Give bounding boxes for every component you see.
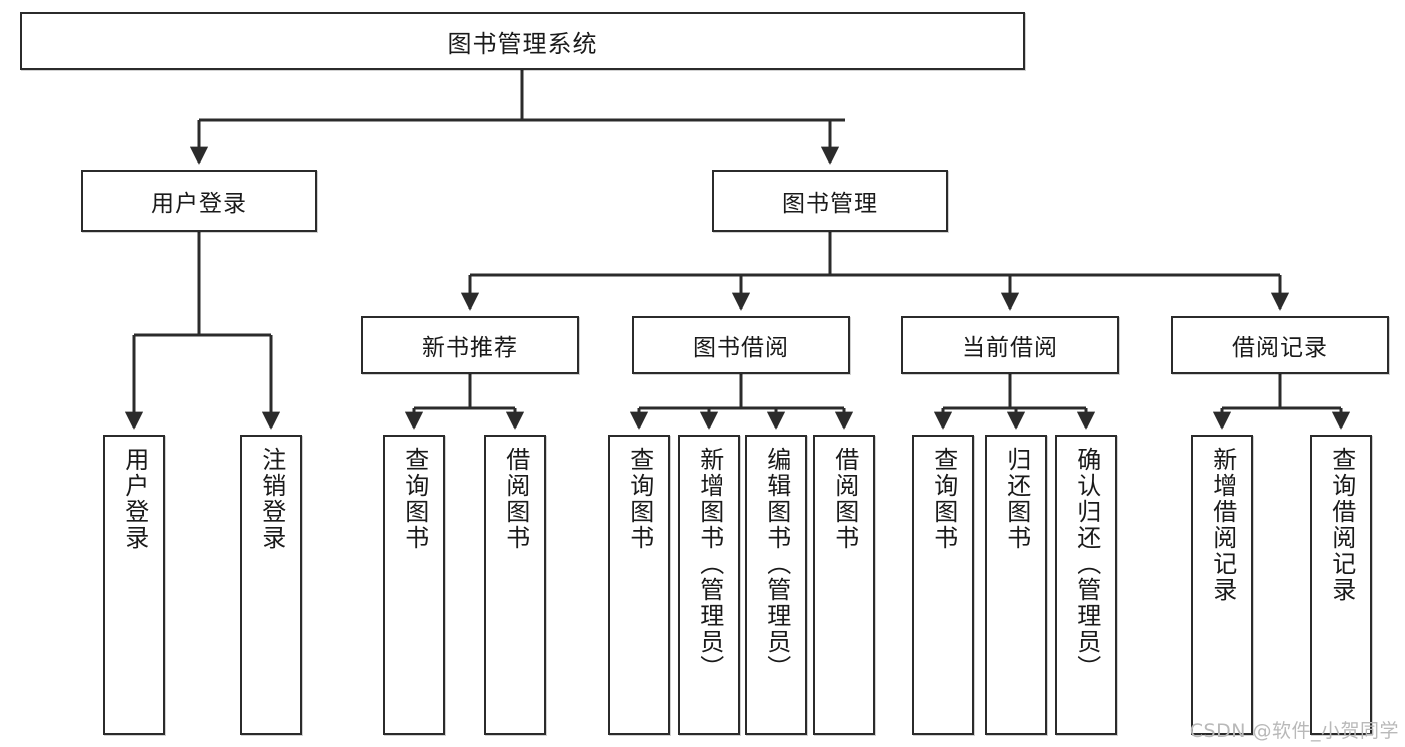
leaf-lend-book[interactable]: 借阅图书	[813, 435, 875, 735]
leaf-add-borrow-record-label: 新增借阅记录	[1208, 447, 1237, 603]
leaf-user-logout[interactable]: 注销登录	[240, 435, 302, 735]
leaf-return-book-label: 归还图书	[1002, 447, 1031, 551]
leaf-lend-book-label: 借阅图书	[830, 447, 859, 551]
node-user-login-label: 用户登录	[151, 191, 247, 217]
node-user-login[interactable]: 用户登录	[81, 170, 317, 232]
node-new-book-recommend-label: 新书推荐	[422, 335, 518, 361]
node-new-book-recommend[interactable]: 新书推荐	[361, 316, 579, 374]
watermark: CSDN @软件_小贺同学	[1189, 720, 1399, 742]
node-root[interactable]: 图书管理系统	[20, 12, 1025, 70]
node-current-borrow[interactable]: 当前借阅	[901, 316, 1119, 374]
node-book-management-label: 图书管理	[782, 191, 878, 217]
leaf-confirm-return-admin-label: 确认归还（管理员）	[1072, 447, 1101, 681]
leaf-user-login-label: 用户登录	[120, 447, 149, 551]
leaf-query-book-borrow-label: 查询图书	[625, 447, 654, 551]
leaf-user-login[interactable]: 用户登录	[103, 435, 165, 735]
node-current-borrow-label: 当前借阅	[962, 335, 1058, 361]
node-book-borrow[interactable]: 图书借阅	[632, 316, 850, 374]
leaf-query-book-current[interactable]: 查询图书	[912, 435, 974, 735]
leaf-add-book-admin[interactable]: 新增图书（管理员）	[678, 435, 740, 735]
leaf-add-borrow-record[interactable]: 新增借阅记录	[1191, 435, 1253, 735]
leaf-return-book[interactable]: 归还图书	[985, 435, 1047, 735]
leaf-borrow-book-newbook[interactable]: 借阅图书	[484, 435, 546, 735]
leaf-query-borrow-record[interactable]: 查询借阅记录	[1310, 435, 1372, 735]
leaf-edit-book-admin-label: 编辑图书（管理员）	[762, 447, 791, 681]
leaf-borrow-book-newbook-label: 借阅图书	[501, 447, 530, 551]
leaf-query-borrow-record-label: 查询借阅记录	[1327, 447, 1356, 603]
leaf-query-book-newbook[interactable]: 查询图书	[383, 435, 445, 735]
leaf-query-book-borrow[interactable]: 查询图书	[608, 435, 670, 735]
leaf-add-book-admin-label: 新增图书（管理员）	[695, 447, 724, 681]
leaf-confirm-return-admin[interactable]: 确认归还（管理员）	[1055, 435, 1117, 735]
leaf-edit-book-admin[interactable]: 编辑图书（管理员）	[745, 435, 807, 735]
leaf-query-book-current-label: 查询图书	[929, 447, 958, 551]
node-book-borrow-label: 图书借阅	[693, 335, 789, 361]
leaf-user-logout-label: 注销登录	[257, 447, 286, 551]
node-borrow-records[interactable]: 借阅记录	[1171, 316, 1389, 374]
node-book-management[interactable]: 图书管理	[712, 170, 948, 232]
node-root-label: 图书管理系统	[447, 29, 598, 58]
node-borrow-records-label: 借阅记录	[1232, 335, 1328, 361]
leaf-query-book-newbook-label: 查询图书	[400, 447, 429, 551]
